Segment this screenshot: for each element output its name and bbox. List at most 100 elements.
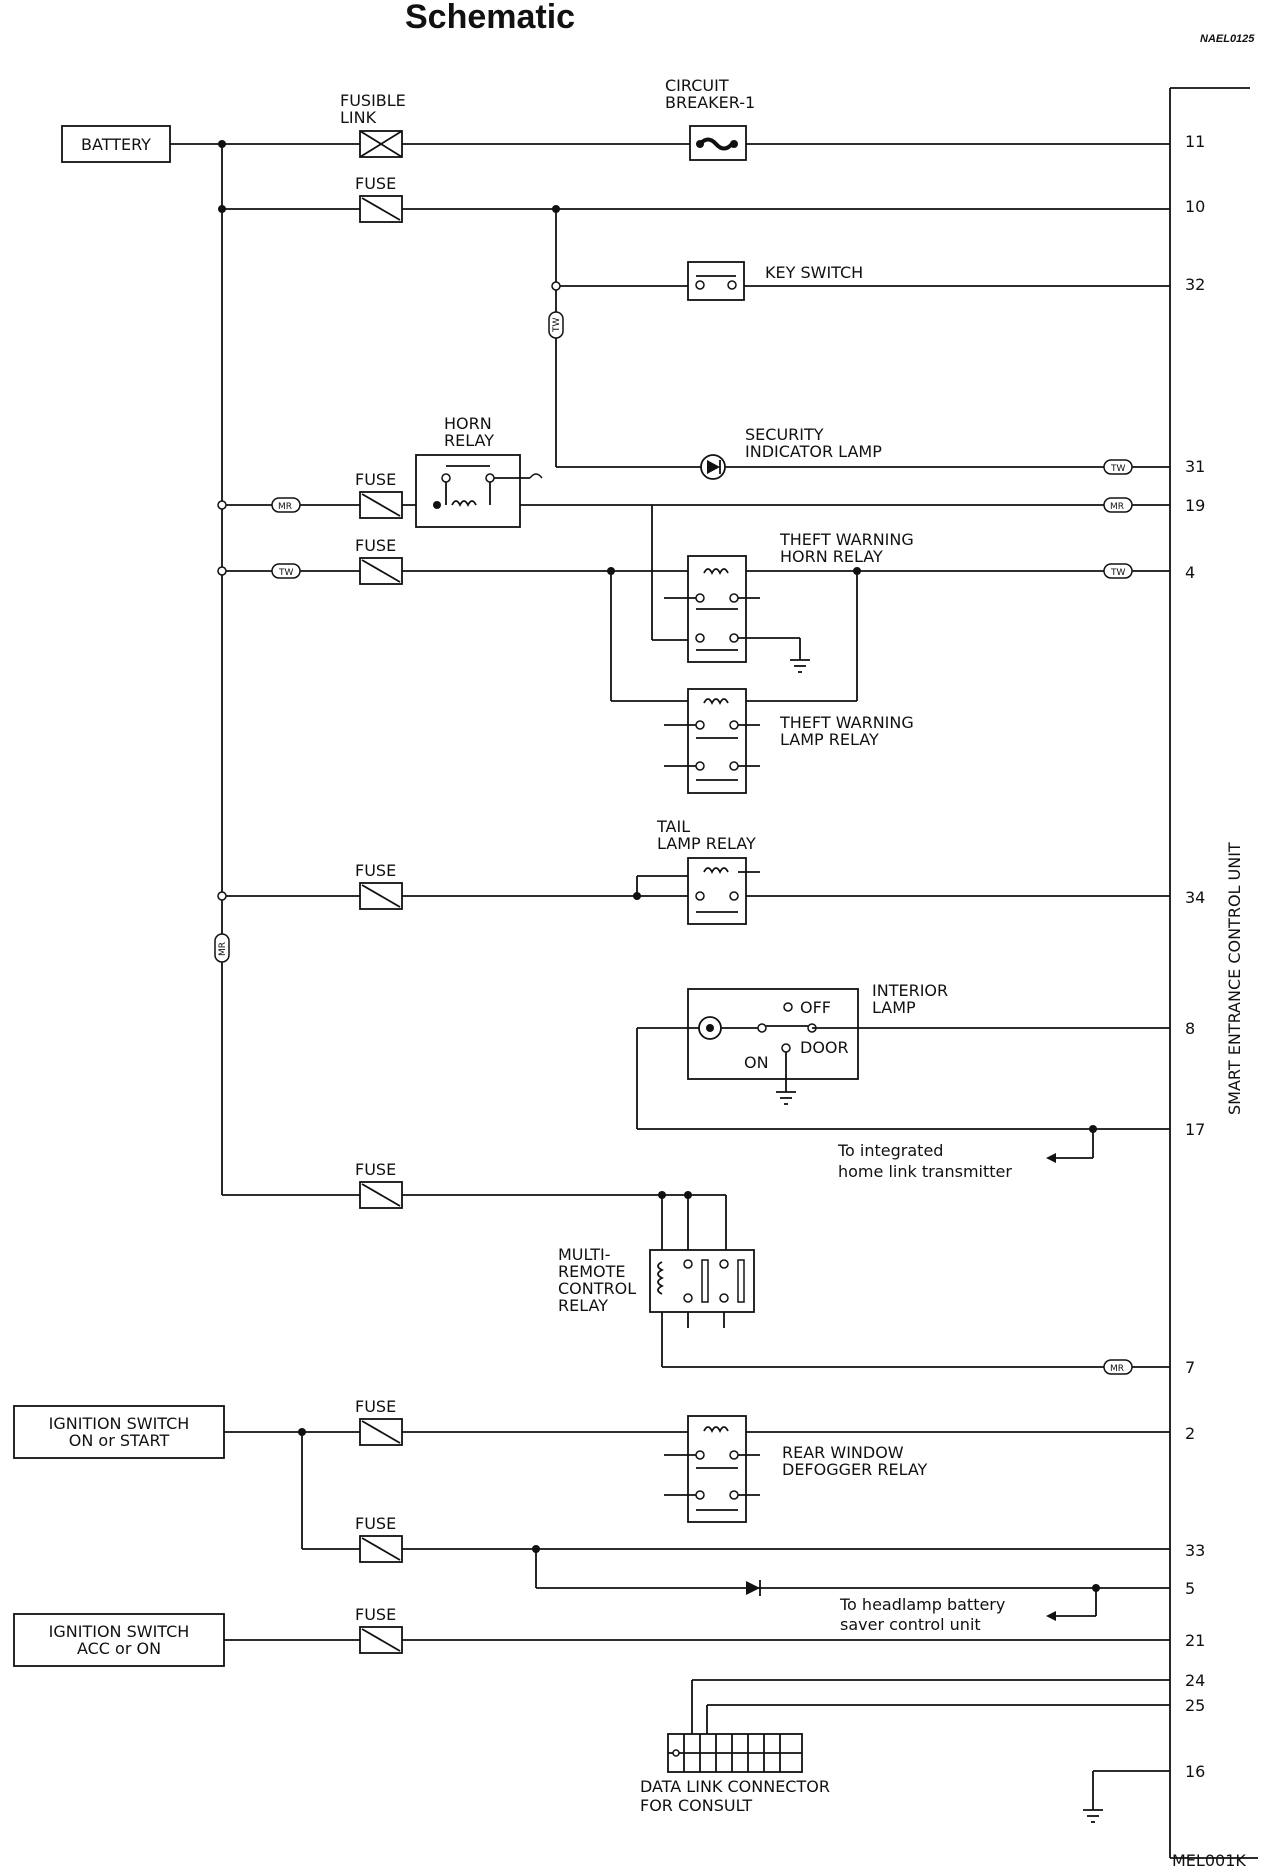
fuse-label-pin2: FUSE [355,1397,396,1416]
pin-11: 11 [1185,132,1205,151]
interior-lamp-label-2: LAMP [872,998,916,1017]
data-link-label-1: DATA LINK CONNECTOR [640,1777,830,1796]
fuse-label-pin34: FUSE [355,861,396,880]
ign-on-start-label-1: IGNITION SWITCH [49,1414,190,1433]
interior-door-label: DOOR [800,1038,849,1057]
fuse-pin10: FUSE [355,174,403,223]
horn-relay: HORN RELAY [415,414,543,528]
reference-code: NAEL0125 [1200,33,1255,45]
fuse-label-multi-remote: FUSE [355,1160,396,1179]
circuit-breaker-label-2: BREAKER-1 [665,93,755,112]
fuse-pin33: FUSE [355,1514,403,1563]
ignition-switch-acc-on: IGNITION SWITCH ACC or ON [13,1613,225,1667]
pin-8: 8 [1185,1019,1195,1038]
circuit-breaker: CIRCUIT BREAKER-1 [665,76,755,161]
fuse-label-pin4: FUSE [355,536,396,555]
battery-source: BATTERY [61,125,171,163]
pin-19: 19 [1185,496,1205,515]
fusible-link: FUSIBLE LINK [340,91,406,158]
ign-acc-on-label-2: ACC or ON [77,1639,161,1658]
interior-off-label: OFF [800,998,831,1017]
tw-tag-text: TW [552,318,562,333]
fuse-pin34: FUSE [355,861,403,910]
tw-tag-pin4-left-text: TW [278,568,293,578]
circuit-breaker-label-1: CIRCUIT [665,76,729,95]
page-title: Schematic [405,0,575,36]
pin-34: 34 [1185,888,1205,907]
fuse-pin4: FUSE [355,536,403,585]
homelink-label-1: To integrated [837,1141,943,1160]
battery-label: BATTERY [81,135,151,154]
mr-tag-vertical-text: MR [218,942,228,956]
tail-lamp-label-1: TAIL [656,817,690,836]
pin-numbers: 11 10 32 31 19 4 34 8 17 7 2 33 5 21 24 … [1185,132,1205,1781]
headlamp-saver-label-1: To headlamp battery [839,1595,1005,1614]
mr-tag-pin19: MR [1103,497,1133,513]
ign-on-start-label-2: ON or START [69,1431,170,1450]
diode [746,1580,761,1596]
tw-tag-vertical: TW [548,311,564,339]
mr-tag-text: MR [278,502,292,512]
pin-16: 16 [1185,1762,1205,1781]
pin-5: 5 [1185,1579,1195,1598]
fuse-pin2: FUSE [355,1397,403,1446]
fuse-pin21: FUSE [355,1605,403,1654]
rear-defogger-label-1: REAR WINDOW [782,1443,904,1462]
rear-defogger-label-2: DEFOGGER RELAY [782,1460,928,1479]
theft-horn-label-2: HORN RELAY [780,547,883,566]
figure-code: MEL001K [1172,1851,1246,1870]
multi-remote-label-1: MULTI- [558,1245,611,1264]
tw-tag-pin31: TW [1103,459,1133,475]
horn-relay-label-1: HORN [444,414,492,433]
mr-tag-pin7: MR [1103,1359,1133,1375]
pin-21: 21 [1185,1631,1205,1650]
headlamp-saver-label-2: saver control unit [840,1615,981,1634]
multi-remote-label-3: CONTROL [558,1279,636,1298]
multi-remote-control-relay: MULTI- REMOTE CONTROL RELAY [558,1245,755,1328]
security-indicator-lamp: SECURITY INDICATOR LAMP [700,425,882,480]
pin-31: 31 [1185,457,1205,476]
control-unit-label: SMART ENTRANCE CONTROL UNIT [1225,842,1244,1115]
theft-horn-label-1: THEFT WARNING [779,530,914,549]
security-lamp-label-2: INDICATOR LAMP [745,442,882,461]
horn-relay-label-2: RELAY [444,431,494,450]
ign-acc-on-label-1: IGNITION SWITCH [49,1622,190,1641]
interior-on-label: ON [744,1053,769,1072]
fuse-label-pin33: FUSE [355,1514,396,1533]
pin-17: 17 [1185,1120,1205,1139]
theft-lamp-label-1: THEFT WARNING [779,713,914,732]
tw-tag-pin4: TW [1103,563,1133,579]
tw-tag-pin4-text: TW [1110,568,1125,578]
security-lamp-label-1: SECURITY [745,425,824,444]
interior-lamp: OFF ON DOOR INTERIOR LAMP [687,981,948,1105]
fuse-pin19: FUSE [355,470,403,519]
theft-lamp-label-2: LAMP RELAY [780,730,879,749]
mr-tag-pin19-text: MR [1110,502,1124,512]
theft-warning-lamp-relay: THEFT WARNING LAMP RELAY [664,688,914,794]
key-switch-label: KEY SWITCH [765,263,863,282]
pin-10: 10 [1185,197,1205,216]
pin-7: 7 [1185,1358,1195,1377]
data-link-label-2: FOR CONSULT [640,1796,752,1815]
ignition-switch-on-start: IGNITION SWITCH ON or START [13,1405,225,1459]
fusible-link-label-1: FUSIBLE [340,91,406,110]
interior-lamp-label-1: INTERIOR [872,981,948,1000]
fusible-link-label-2: LINK [340,108,377,127]
tw-tag-pin31-text: TW [1110,464,1125,474]
tw-tag-pin4-left: TW [271,563,301,579]
control-unit-connector: SMART ENTRANCE CONTROL UNIT [1169,87,1258,1859]
pin-33: 33 [1185,1541,1205,1560]
tail-lamp-label-2: LAMP RELAY [657,834,756,853]
pin-4: 4 [1185,563,1195,582]
rear-window-defogger-relay: REAR WINDOW DEFOGGER RELAY [664,1415,928,1523]
tail-lamp-relay: TAIL LAMP RELAY [656,817,760,925]
homelink-label-2: home link transmitter [838,1162,1012,1181]
ground-pin16 [1083,1770,1170,1823]
mr-tag-pin19-left: MR [271,497,301,513]
theft-warning-horn-relay: THEFT WARNING HORN RELAY [664,530,914,673]
fuse-label-pin19: FUSE [355,470,396,489]
multi-remote-label-2: REMOTE [558,1262,626,1281]
fuse-multi-remote: FUSE [355,1160,403,1209]
